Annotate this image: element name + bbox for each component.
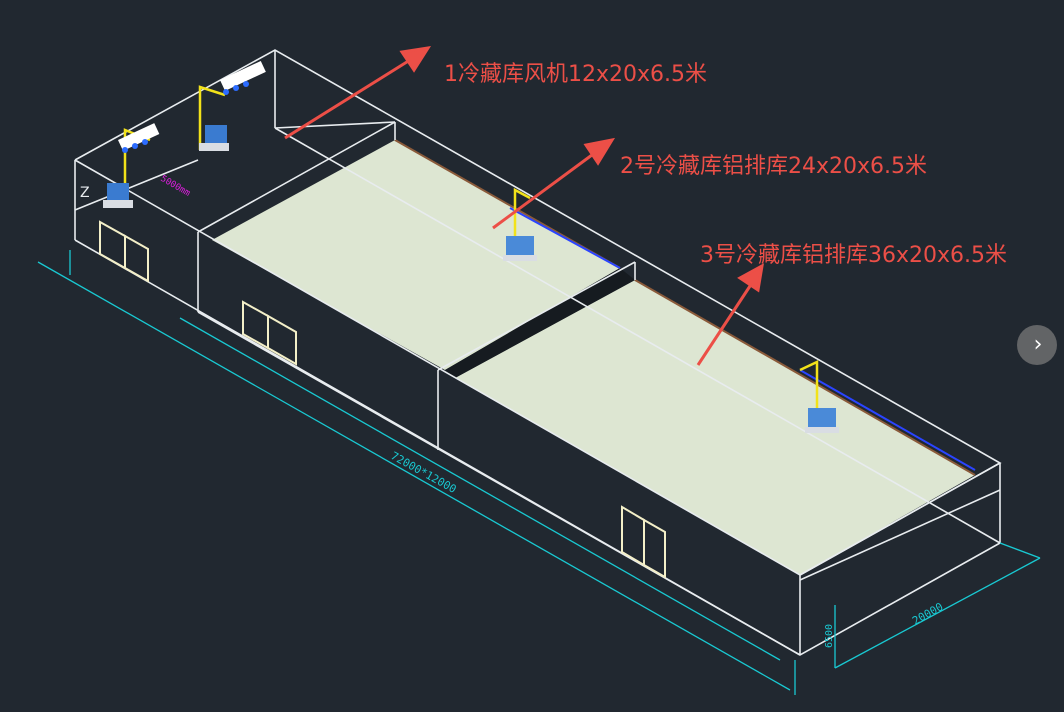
label-room3: 3号冷藏库铝排库36x20x6.5米 <box>700 243 1008 268</box>
chevron-right-icon: › <box>1033 332 1043 357</box>
floor-room2 <box>212 140 620 370</box>
compressor-unit-2 <box>198 60 266 151</box>
evaporator-room2 <box>503 187 537 261</box>
door-1 <box>99 220 149 283</box>
dim-width: 20000 <box>910 600 945 627</box>
dim-height: 6500 <box>824 624 835 648</box>
wireframe <box>74 49 1002 656</box>
compressor-unit-1 <box>103 123 160 208</box>
label-room2: 2号冷藏库铝排库24x20x6.5米 <box>620 154 928 179</box>
next-image-button[interactable]: › <box>1017 325 1057 365</box>
partition-gap-1 <box>445 268 635 378</box>
door-2 <box>242 300 297 366</box>
dimension-lines <box>37 250 1041 695</box>
evaporator-room3 <box>799 360 839 433</box>
axis-z-marker: Z <box>80 185 90 201</box>
dim-note: 5000mm <box>159 174 192 199</box>
callout-arrows <box>284 46 764 366</box>
floor-room3 <box>455 280 975 575</box>
door-3 <box>621 505 666 579</box>
label-room1: 1冷藏库风机12x20x6.5米 <box>444 62 708 87</box>
